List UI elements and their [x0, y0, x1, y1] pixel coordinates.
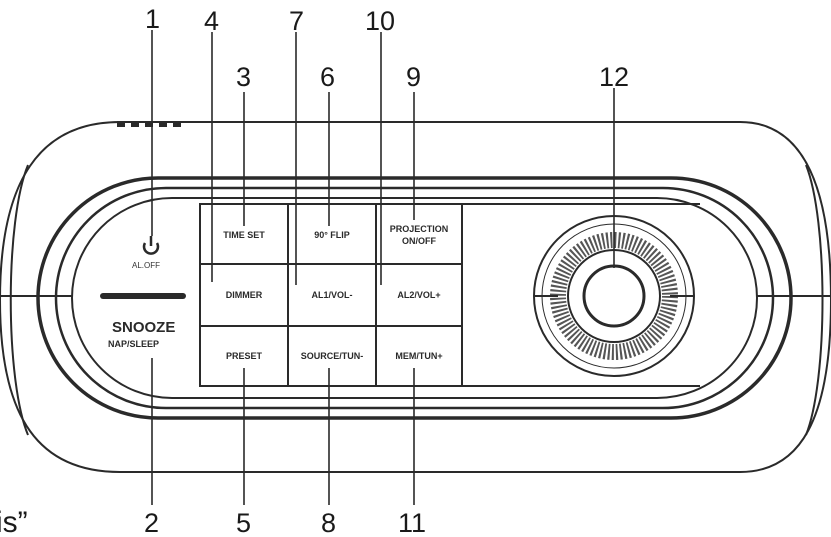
- time-set-button[interactable]: TIME SET: [223, 230, 265, 240]
- callout-12: 12: [599, 62, 629, 92]
- callout-7: 7: [289, 6, 304, 36]
- al2-vol-plus-button[interactable]: AL2/VOL+: [397, 290, 440, 300]
- projection-button-line2[interactable]: ON/OFF: [402, 236, 436, 246]
- leader-lines: [151, 30, 615, 505]
- mem-tun-plus-button[interactable]: MEM/TUN+: [395, 351, 442, 361]
- projection-button-line1[interactable]: PROJECTION: [390, 224, 449, 234]
- callout-6: 6: [320, 62, 335, 92]
- snooze-bar[interactable]: [100, 293, 186, 299]
- al1-vol-minus-button[interactable]: AL1/VOL-: [311, 290, 352, 300]
- source-tun-minus-button[interactable]: SOURCE/TUN-: [301, 351, 364, 361]
- caption-fragment: is”: [0, 506, 28, 537]
- callout-4: 4: [204, 6, 219, 36]
- power-label: AL.OFF: [132, 261, 160, 270]
- power-icon[interactable]: [142, 236, 160, 255]
- callout-11: 11: [398, 508, 426, 537]
- callout-5: 5: [236, 508, 251, 537]
- callout-3: 3: [236, 62, 251, 92]
- callout-10: 10: [365, 6, 395, 36]
- callout-8: 8: [321, 508, 336, 537]
- callout-1: 1: [145, 4, 160, 34]
- callout-9: 9: [406, 62, 421, 92]
- dimmer-button[interactable]: DIMMER: [226, 290, 263, 300]
- button-grid: [199, 203, 463, 387]
- callout-2: 2: [144, 508, 159, 537]
- left-end-cap: [9, 164, 29, 436]
- snooze-label: SNOOZE: [112, 319, 175, 336]
- ninety-flip-button[interactable]: 90° FLIP: [314, 230, 350, 240]
- snooze-sublabel: NAP/SLEEP: [108, 339, 159, 349]
- speaker-vents: [117, 121, 181, 127]
- device-outer-shell: [0, 121, 831, 473]
- preset-button[interactable]: PRESET: [226, 351, 263, 361]
- right-end-cap: [805, 164, 824, 436]
